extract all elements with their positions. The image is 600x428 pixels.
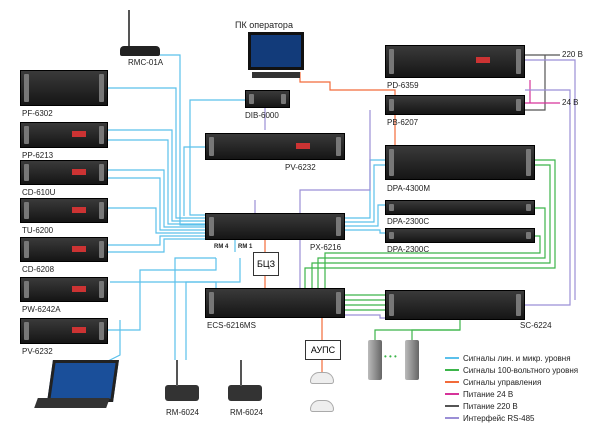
speaker-icon bbox=[368, 340, 382, 380]
legend-label: Интерфейс RS-485 bbox=[463, 413, 535, 423]
220v-wires bbox=[525, 54, 560, 111]
px-label: PX-6216 bbox=[310, 243, 342, 252]
rm-6024-2 bbox=[228, 385, 262, 401]
port-rm4: RM 4 bbox=[214, 244, 229, 250]
pw-6242a bbox=[20, 277, 108, 302]
legend-item: Сигналы управления bbox=[445, 376, 578, 388]
pp-6213 bbox=[20, 122, 108, 148]
legend-swatch bbox=[445, 357, 459, 359]
legend-swatch bbox=[445, 417, 459, 419]
cd610-label: CD-610U bbox=[22, 188, 56, 197]
ecs-6216ms bbox=[205, 288, 345, 318]
pb-label: PB-6207 bbox=[387, 118, 419, 127]
dpa2300a-label: DPA-2300C bbox=[387, 217, 430, 226]
legend-swatch bbox=[445, 381, 459, 383]
speaker-dots: • • • bbox=[384, 352, 397, 361]
dib-label: DIB-6000 bbox=[245, 111, 279, 120]
pv-center-label: PV-6232 bbox=[285, 163, 316, 172]
legend-label: Сигналы 100-вольтного уровня bbox=[463, 365, 579, 375]
pc-label: ПК оператора bbox=[235, 20, 293, 30]
aups-box: АУПС bbox=[305, 340, 341, 360]
dpa2300b-label: DPA-2300C bbox=[387, 245, 430, 254]
smoke-detector-icon bbox=[310, 400, 334, 412]
rm-6024-1-mic bbox=[176, 360, 178, 386]
dpa-2300c-2 bbox=[385, 228, 535, 243]
pf-label: PF-6302 bbox=[22, 109, 53, 118]
pc-keyboard bbox=[252, 72, 300, 78]
dpa-2300c-1 bbox=[385, 200, 535, 215]
legend-swatch bbox=[445, 369, 459, 371]
px-6216 bbox=[205, 213, 345, 240]
pf-6302 bbox=[20, 70, 108, 106]
cd-6208 bbox=[20, 237, 108, 262]
pv-left-label: PV-6232 bbox=[22, 347, 53, 356]
pd-label: PD-6359 bbox=[387, 81, 419, 90]
rm1-label: RM-6024 bbox=[166, 408, 199, 417]
legend-item: Сигналы 100-вольтного уровня bbox=[445, 364, 578, 376]
line-level-wires bbox=[89, 54, 385, 371]
cd6208-label: CD-6208 bbox=[22, 265, 55, 274]
laptop-base bbox=[34, 398, 110, 408]
legend-label: Сигналы управления bbox=[463, 377, 542, 387]
legend-item: Сигналы лин. и микр. уровня bbox=[445, 352, 578, 364]
sc-6224 bbox=[385, 290, 525, 320]
tu-6200 bbox=[20, 198, 108, 223]
pb-6207 bbox=[385, 95, 525, 115]
24v-wires bbox=[525, 80, 560, 104]
rmc-mic bbox=[128, 10, 130, 48]
pd-6359 bbox=[385, 45, 525, 78]
speaker-icon bbox=[405, 340, 419, 380]
legend-item: Питание 24 В bbox=[445, 388, 578, 400]
tu-label: TU-6200 bbox=[22, 226, 54, 235]
sc-label: SC-6224 bbox=[520, 321, 552, 330]
pv-6232-left bbox=[20, 318, 108, 344]
rmc-mic-base bbox=[120, 46, 160, 56]
rm-6024-1 bbox=[165, 385, 199, 401]
legend-item: Питание 220 В bbox=[445, 400, 578, 412]
100v-wires bbox=[304, 159, 556, 340]
legend-item: Интерфейс RS-485 bbox=[445, 412, 578, 424]
cd-610u bbox=[20, 160, 108, 185]
dpa4300-label: DPA-4300M bbox=[387, 184, 430, 193]
port-rm1: RM 1 bbox=[238, 244, 253, 250]
legend-label: Сигналы лин. и микр. уровня bbox=[463, 353, 571, 363]
220v-label: 220 В bbox=[562, 50, 583, 59]
rmc-label: RMC-01A bbox=[128, 58, 164, 67]
legend-swatch bbox=[445, 393, 459, 395]
legend-label: Питание 24 В bbox=[463, 389, 514, 399]
pw-label: PW-6242A bbox=[22, 305, 61, 314]
pv-6232-center bbox=[205, 133, 345, 160]
24v-label: 24 В bbox=[562, 98, 579, 107]
ecs-label: ECS-6216MS bbox=[207, 321, 256, 330]
rm2-label: RM-6024 bbox=[230, 408, 263, 417]
legend-label: Питание 220 В bbox=[463, 401, 518, 411]
laptop-icon bbox=[47, 360, 119, 402]
legend-swatch bbox=[445, 405, 459, 407]
pc-monitor bbox=[248, 32, 304, 70]
rm-6024-2-mic bbox=[240, 360, 242, 386]
dib-6000 bbox=[245, 90, 290, 108]
smoke-detector-icon bbox=[310, 372, 334, 384]
dpa-4300m bbox=[385, 145, 535, 180]
rs485-wires bbox=[254, 59, 576, 319]
pp-label: PP-6213 bbox=[22, 151, 54, 160]
bcz-box: БЦЗ bbox=[253, 252, 279, 276]
legend: Сигналы лин. и микр. уровня Сигналы 100-… bbox=[445, 352, 578, 424]
